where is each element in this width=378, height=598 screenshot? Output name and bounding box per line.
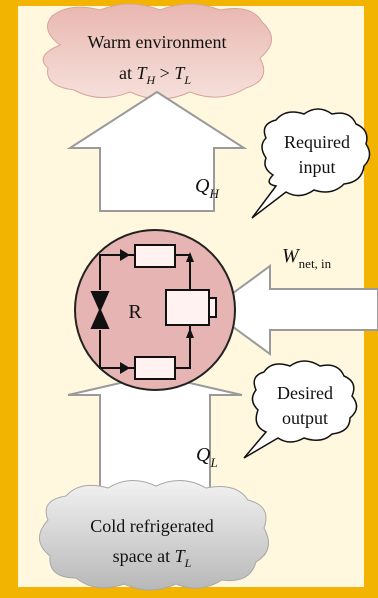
work-input-arrow <box>208 264 378 356</box>
cold-cloud-icon <box>39 480 269 591</box>
heat-absorbed-label: QL <box>196 444 218 470</box>
heat-rejected-arrow <box>66 90 248 212</box>
required-input-line2: input <box>298 157 335 177</box>
refrigerator-icon <box>74 229 236 391</box>
warm-environment-line2: at TH > TL <box>119 63 191 87</box>
refrigeration-cycle <box>99 244 217 380</box>
desired-output-callout <box>243 360 358 459</box>
flow-arrowheads <box>120 249 194 374</box>
expansion-valve-icon <box>90 291 110 329</box>
warm-cloud-icon <box>42 3 272 100</box>
cold-space-line1: Cold refrigerated <box>90 516 213 536</box>
warm-environment-line1: Warm environment <box>87 32 226 52</box>
compressor-icon <box>165 289 210 326</box>
heat-rejected-label: QH <box>195 175 219 201</box>
refrigerator-label: R <box>128 301 142 323</box>
required-input-callout <box>251 108 371 219</box>
cold-space-line2: space at TL <box>113 546 192 570</box>
desired-output-line2: output <box>282 408 328 428</box>
desired-output-line1: Desired <box>277 383 333 403</box>
required-input-line1: Required <box>284 132 350 152</box>
work-input-label: Wnet, in <box>282 245 332 271</box>
